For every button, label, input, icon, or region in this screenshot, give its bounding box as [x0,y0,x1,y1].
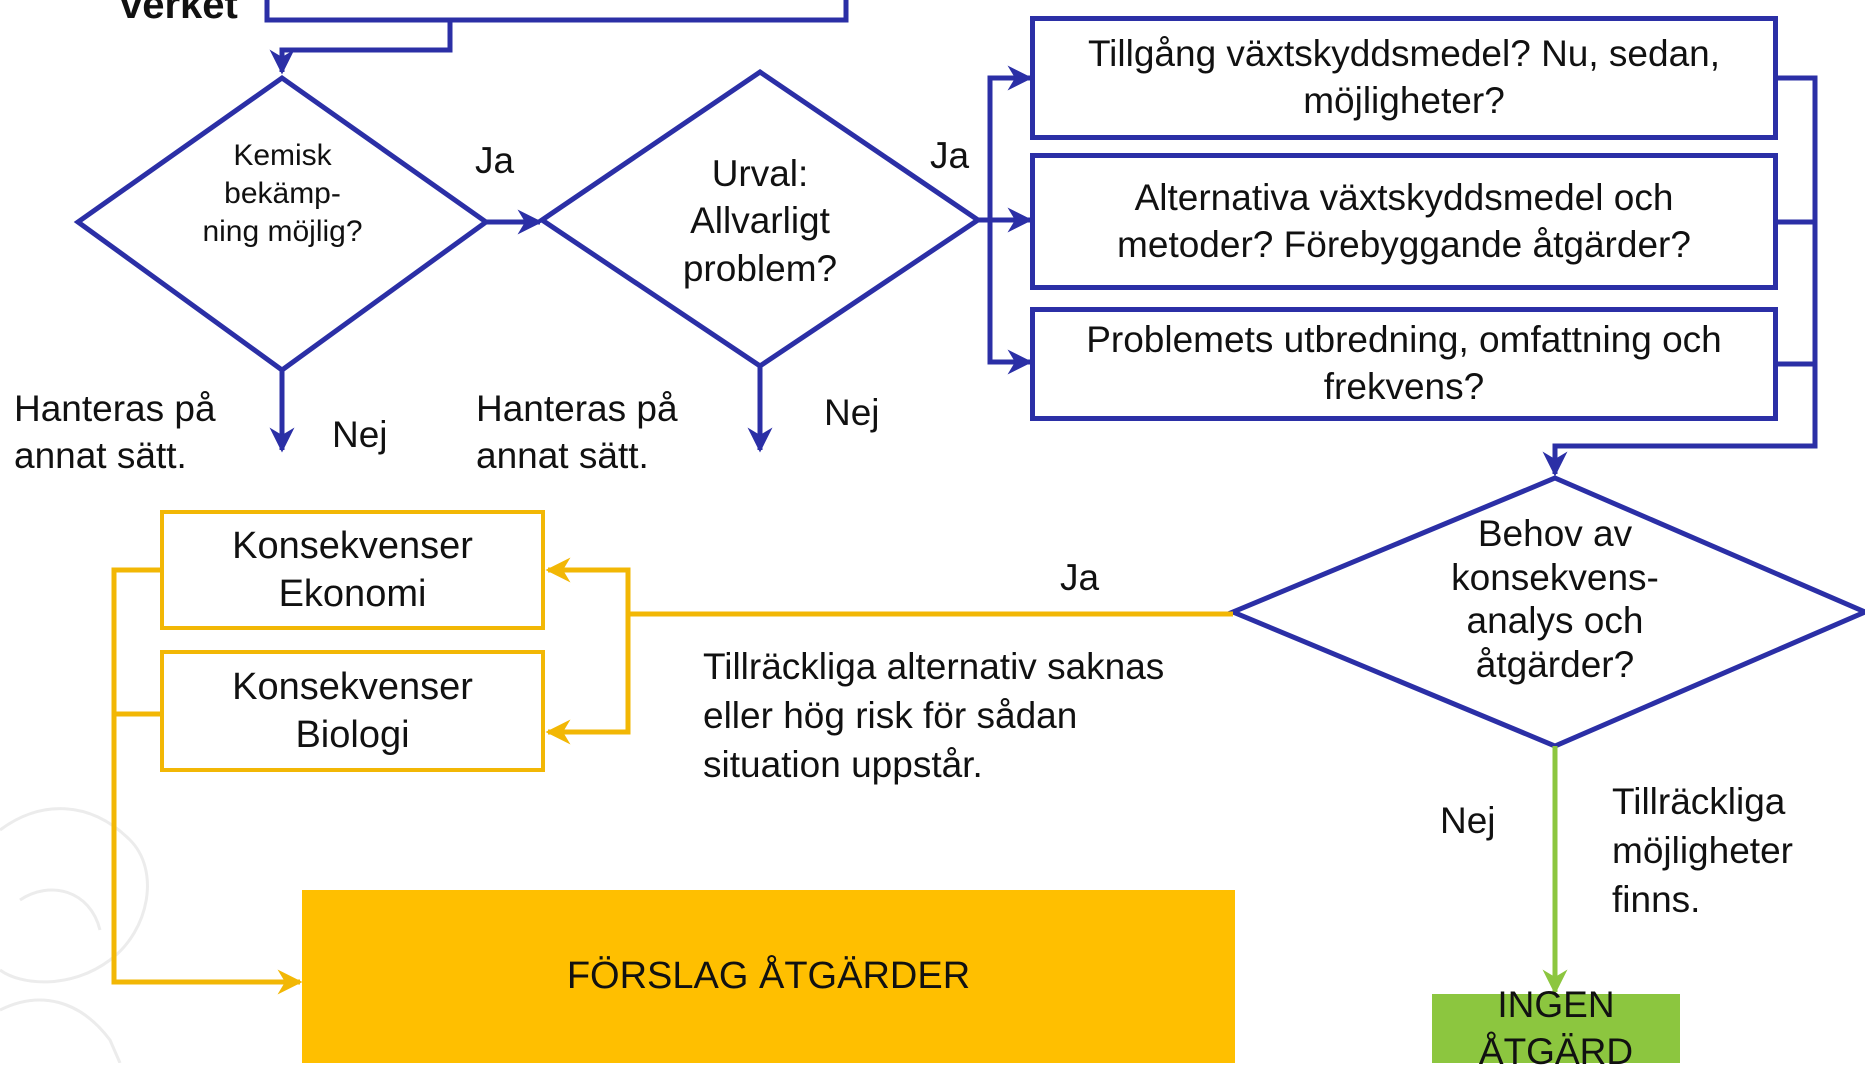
urval-diamond-label: Urval: Allvarligt problem? [682,153,838,289]
box-konsekvenser-biologi: Konsekvenser Biologi [160,650,545,772]
arrow-top-to-kemisk [269,20,453,75]
behov-diamond-label: Behov av konsekvens- analys och åtgärder… [1451,513,1659,685]
arrow-urval-to-tillgang [987,65,1033,220]
box-tillgang: Tillgång växtskyddsmedel? Nu, sedan, möj… [1030,16,1778,140]
label-nej-behov: Nej [1440,800,1496,841]
arrow-urval-to-problemets [987,220,1033,375]
label-hanteras-urval: Hanteras på annat sätt. [476,388,678,476]
label-nej-urval: Nej [824,392,880,433]
box-forslag-atgarder: FÖRSLAG ÅTGÄRDER [302,890,1235,1063]
label-nej-kemisk: Nej [332,414,388,455]
label-ja-kemisk: Ja [475,140,515,181]
top-partial-box [264,0,849,23]
arrow-konsekvenser-to-forslag [111,567,303,995]
arrow-behov-to-biologi [545,614,631,745]
watermark-decoration [0,807,149,1063]
top-cut-text: verket [120,0,238,27]
label-tillrackliga-alternativ: Tillräckliga alternativ saknas eller hög… [703,646,1165,785]
label-ja-behov: Ja [1060,557,1100,598]
label-hanteras-kemisk: Hanteras på annat sätt. [14,388,216,476]
box-konsekvenser-ekonomi: Konsekvenser Ekonomi [160,510,545,630]
arrow-behov-to-ekonomi [545,557,1233,617]
arrow-boxes-to-behov [1542,75,1818,477]
label-tillrackliga-mojligheter: Tillräckliga möjligheter finns. [1612,781,1793,920]
label-ja-urval: Ja [930,135,970,176]
kemisk-diamond-label: Kemisk bekämp- ning möjlig? [202,139,363,249]
box-alternativa: Alternativa växtskyddsmedel och metoder?… [1030,153,1778,290]
box-problemets: Problemets utbredning, omfattning och fr… [1030,307,1778,421]
box-ingen-atgard: INGEN ÅTGÄRD [1432,984,1680,1072]
